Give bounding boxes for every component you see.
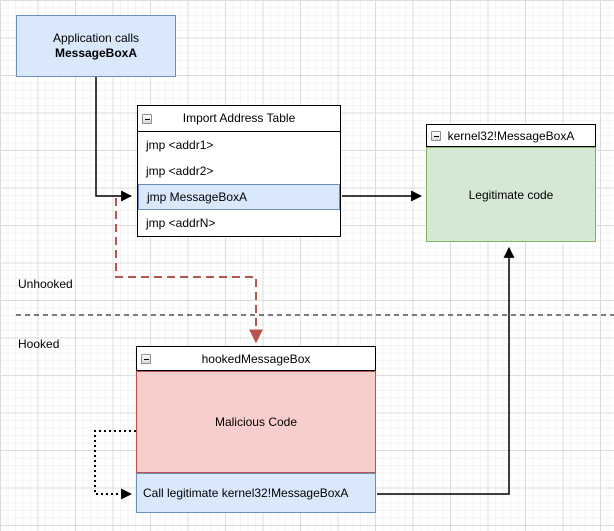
kernel32-messageboxa-box: kernel32!MessageBoxA Legitimate code	[426, 124, 596, 242]
arrow-app-to-iat	[95, 77, 133, 202]
iat-row-messageboxa: jmp MessageBoxA	[138, 184, 340, 210]
collapse-icon[interactable]	[431, 130, 441, 141]
application-calls-line2: MessageBoxA	[54, 46, 138, 60]
iat-row-addr1: jmp <addr1>	[146, 138, 214, 152]
call-legitimate-row: Call legitimate kernel32!MessageBoxA	[136, 473, 376, 513]
import-address-table: Import Address Table jmp <addr1> jmp <ad…	[137, 105, 341, 237]
minus-glyph	[434, 135, 439, 137]
minus-glyph	[144, 358, 149, 360]
minus-glyph	[145, 118, 150, 120]
import-address-table-title: Import Address Table	[182, 111, 296, 125]
hooked-messagebox-title: hookedMessageBox	[201, 352, 311, 366]
iat-row-addr2: jmp <addr2>	[146, 164, 214, 178]
legitimate-code-area: Legitimate code	[426, 147, 596, 242]
kernel32-title: kernel32!MessageBoxA	[447, 129, 575, 143]
unhooked-label: Unhooked	[18, 277, 73, 291]
malicious-code-area: Malicious Code	[136, 371, 376, 473]
arrow-hooked-to-kernel32	[377, 246, 515, 495]
kernel32-header: kernel32!MessageBoxA	[426, 124, 596, 147]
hooked-label: Hooked	[18, 337, 60, 351]
malicious-code-label: Malicious Code	[214, 415, 298, 429]
application-calls-line1: Application calls	[52, 31, 140, 45]
arrow-malicious-to-call	[94, 430, 136, 500]
hooked-messagebox-header: hookedMessageBox	[136, 346, 376, 371]
legitimate-code-label: Legitimate code	[468, 187, 554, 202]
collapse-icon[interactable]	[142, 113, 152, 124]
application-calls-box: Application calls MessageBoxA	[16, 15, 176, 77]
iat-row-addrn: jmp <addrN>	[146, 216, 216, 230]
collapse-icon[interactable]	[141, 353, 151, 364]
import-address-table-header: Import Address Table	[138, 106, 340, 132]
hooked-messagebox-box: hookedMessageBox Malicious Code Call leg…	[136, 346, 376, 513]
